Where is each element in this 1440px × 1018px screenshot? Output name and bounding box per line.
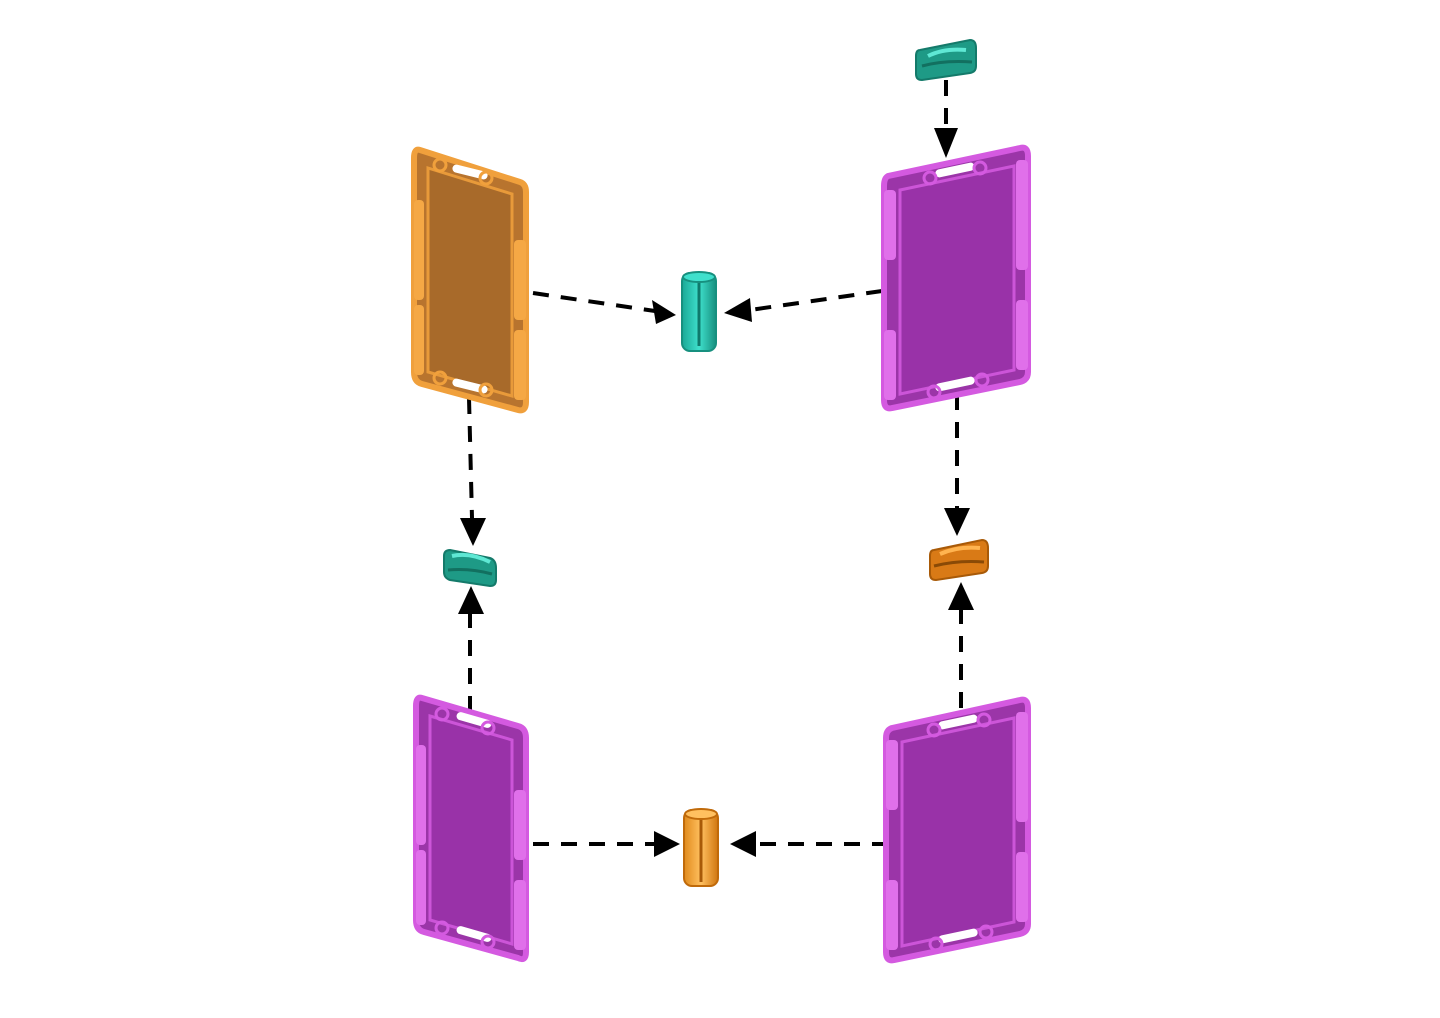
arrowhead-up-left — [458, 586, 484, 614]
arrow-purple-panel-to-tube — [750, 291, 882, 310]
arrowhead-left-top — [724, 298, 752, 322]
arrowhead-down-left — [460, 518, 486, 546]
arrowhead-down-top — [934, 128, 958, 158]
arrowhead-right-bottom — [654, 831, 680, 857]
arrowhead-right-top — [652, 300, 676, 324]
arrowhead-left-bottom — [730, 831, 756, 857]
arrowhead-up-right — [948, 582, 974, 610]
connector-top-right-clip — [916, 40, 976, 80]
connector-left-clip — [444, 550, 496, 586]
panel-bottom-left — [416, 698, 526, 959]
panel-bottom-right — [886, 700, 1028, 961]
arrowhead-down-right — [944, 508, 970, 536]
connector-bottom-middle-tube — [684, 809, 718, 886]
connector-right-clip — [930, 540, 988, 580]
panel-top-right — [884, 148, 1028, 409]
connector-top-middle-tube — [682, 272, 716, 351]
panel-top-left — [414, 150, 526, 411]
arrow-orange-panel-to-tube — [533, 293, 655, 311]
arrow-orange-panel-to-left-clip — [469, 398, 472, 518]
